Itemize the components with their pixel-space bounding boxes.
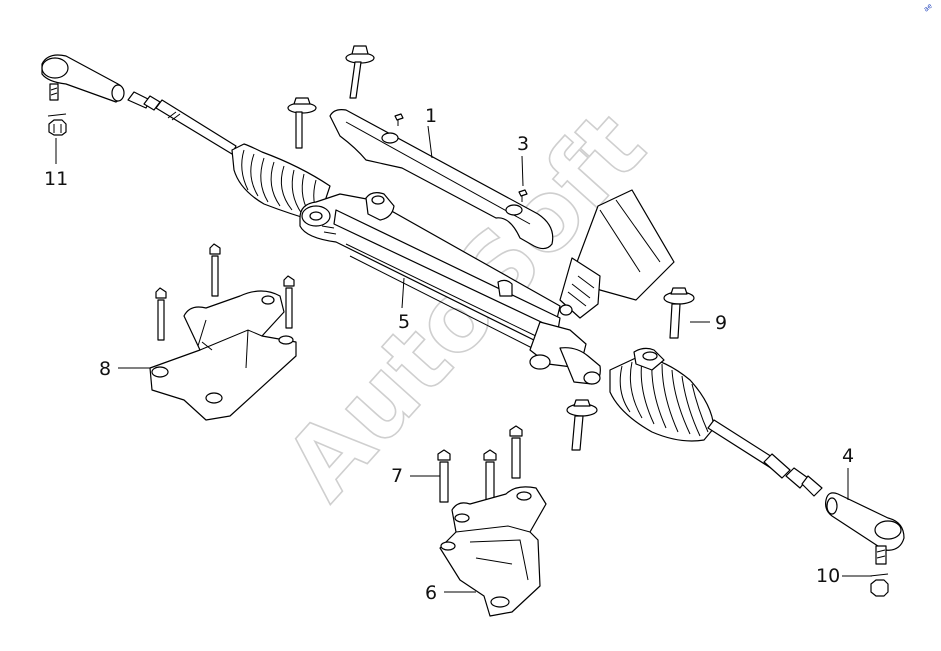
corner-mark: ae <box>922 2 934 14</box>
right-bellows-boot <box>609 347 715 442</box>
right-tie-rod-nut <box>869 573 889 597</box>
bracket-bolts-left <box>155 243 295 341</box>
left-tie-rod-nut <box>47 113 67 136</box>
callout-3: 3 <box>517 133 529 155</box>
bolt-lower-center <box>566 399 598 451</box>
callout-7: 7 <box>391 465 403 487</box>
callout-5: 5 <box>398 311 410 333</box>
callout-labels: 1 3 4 5 6 7 8 9 10 11 <box>44 105 854 604</box>
right-tie-rod-end <box>825 492 905 565</box>
bolt-top-center <box>345 45 375 99</box>
bolt-right-9 <box>663 287 695 339</box>
bracket-bolts-lower <box>437 425 523 503</box>
rack-housing <box>299 192 561 351</box>
left-mounting-bracket <box>149 290 297 421</box>
callout-10: 10 <box>816 565 840 587</box>
bolt-upper-left <box>287 97 317 149</box>
small-screw-right <box>518 189 528 202</box>
left-bellows-boot <box>231 143 331 223</box>
callout-1: 1 <box>425 105 437 127</box>
callout-9: 9 <box>715 312 727 334</box>
callout-4: 4 <box>842 445 854 467</box>
callout-11: 11 <box>44 168 68 190</box>
small-screw-upper <box>394 113 404 126</box>
lower-mounting-bracket <box>439 486 547 617</box>
left-tie-rod-end <box>41 54 125 103</box>
pinion-housing <box>529 189 675 385</box>
right-inner-tie-rod <box>707 419 823 497</box>
heat-shield <box>329 109 554 250</box>
callout-8: 8 <box>99 358 111 380</box>
callout-6: 6 <box>425 582 437 604</box>
left-inner-tie-rod <box>127 91 237 155</box>
leader-lines <box>55 125 872 593</box>
